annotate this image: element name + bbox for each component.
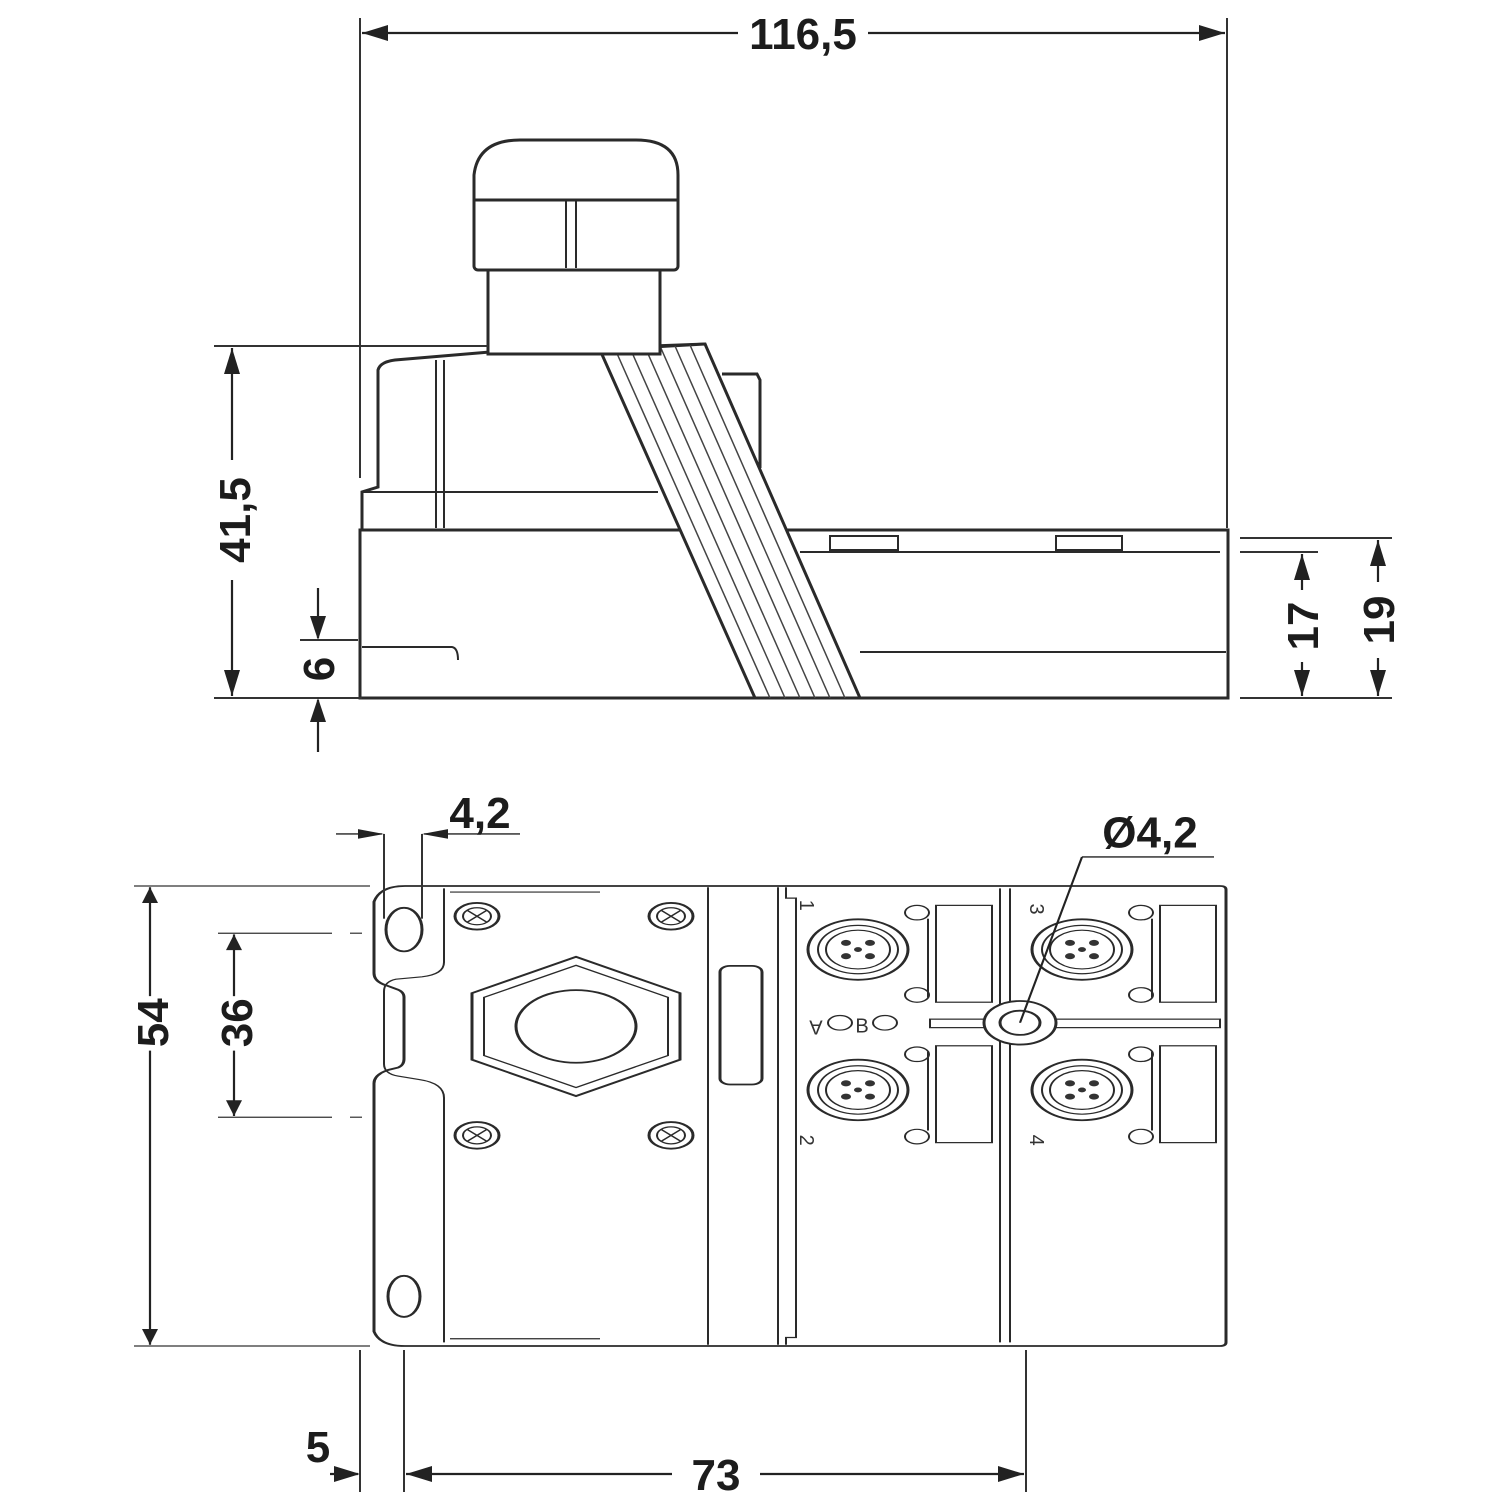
dim-base-offset: 6: [295, 657, 344, 681]
top-dimensions: 4,2 Ø4,2 54 36: [129, 789, 1214, 1347]
dim-overall-height: 41,5: [211, 477, 260, 563]
led-port-4-top: [1128, 1046, 1154, 1063]
led-port-1-top: [904, 904, 930, 921]
port-1-label-window: [935, 904, 993, 1003]
arrow-6-top: [310, 616, 326, 640]
screw-bottom-left: [453, 1121, 501, 1150]
port-2-label-window: [935, 1045, 993, 1144]
cable-stripe-5: [674, 345, 831, 699]
gland-hex-inner: [483, 964, 669, 1089]
port-4-label-window: [1159, 1045, 1217, 1144]
m12-port-3[interactable]: [1030, 918, 1134, 981]
arrow-19-top: [1370, 540, 1386, 566]
arrow-36-bottom: [226, 1100, 242, 1116]
side-view: [358, 138, 1230, 700]
screw-bottom-right: [647, 1121, 695, 1150]
side-cable-band: [597, 342, 863, 700]
arrow-41-bottom: [224, 670, 240, 696]
mount-slot-top: [384, 906, 424, 953]
m12-port-1[interactable]: [806, 918, 910, 981]
dim-hole-spacing: 36: [213, 998, 262, 1047]
led-port-3-bottom: [1128, 987, 1154, 1003]
cable-stripe-3: [644, 346, 801, 699]
port-area-outline: [785, 887, 797, 1345]
arrow-36-top: [226, 934, 242, 951]
gland-hex-top-view: [470, 955, 682, 1098]
arrow-116-left: [362, 25, 388, 41]
led-port-4-bottom: [1128, 1128, 1154, 1145]
gland-stem: [486, 266, 662, 356]
arrow-slot-right: [422, 829, 448, 839]
arrow-17-top: [1294, 554, 1310, 580]
cable-stripe-1: [614, 348, 771, 699]
arrow-19-bottom: [1370, 670, 1386, 696]
arrow-54-top: [142, 887, 158, 903]
ports: A B 1 2 3 4: [795, 888, 1221, 1343]
dim-slot-width: 4,2: [449, 789, 510, 838]
status-led-b-label: B: [855, 1015, 868, 1037]
cable-stripe-2: [629, 347, 786, 699]
gland-opening: [514, 989, 638, 1064]
led-port-2-top: [904, 1046, 930, 1063]
arrow-41-top: [224, 348, 240, 374]
top-view-wrapper: A B 1 2 3 4 4,2 Ø4,2 54: [129, 789, 1228, 1347]
status-led-b: [872, 1014, 898, 1031]
leader-hole-diameter: [1018, 856, 1084, 1023]
arrow-slot-left: [358, 829, 384, 839]
port-label-3: 3: [1025, 903, 1047, 914]
mount-slot-bottom: [386, 1274, 422, 1318]
flange-contour: [383, 888, 445, 1343]
arrow-17-bottom: [1294, 670, 1310, 696]
status-led-a: [827, 1014, 853, 1031]
dim-body-height-19: 19: [1355, 596, 1404, 645]
port-divider-horizontal: [929, 1018, 1221, 1029]
dim-overall-length: 116,5: [749, 10, 857, 59]
led-port-3-top: [1128, 904, 1154, 921]
side-port-bump-2: [1055, 535, 1123, 551]
led-port-1-bottom: [904, 987, 930, 1003]
side-port-bump-1: [829, 535, 899, 551]
m12-port-4[interactable]: [1030, 1058, 1134, 1122]
port-label-1: 1: [795, 900, 817, 911]
dim-hole-diameter: Ø4,2: [1102, 808, 1197, 857]
port-label-2: 2: [795, 1135, 817, 1146]
port-3-label-window: [1159, 904, 1217, 1003]
screw-top-left: [453, 902, 501, 931]
arrow-6-bottom: [310, 698, 326, 722]
arrow-116-right: [1199, 25, 1225, 41]
dim-body-height-17: 17: [1279, 602, 1328, 651]
led-port-2-bottom: [904, 1128, 930, 1145]
side-dimensions: 116,5 41,5 6 17 19: [208, 8, 1404, 752]
port-label-4: 4: [1025, 1135, 1047, 1146]
m12-port-2[interactable]: [806, 1058, 910, 1122]
label-slot: [718, 964, 764, 1086]
center-hole: [998, 1009, 1042, 1036]
side-left-lip: [362, 646, 459, 661]
cable-stripe-6: [689, 344, 846, 699]
status-led-a-label: A: [809, 1015, 823, 1037]
dim-width: 54: [129, 998, 178, 1047]
arrow-54-bottom: [142, 1329, 158, 1345]
cable-stripe-4: [659, 345, 816, 699]
gland-dome-cap: [472, 138, 680, 202]
screw-top-right: [647, 902, 695, 931]
